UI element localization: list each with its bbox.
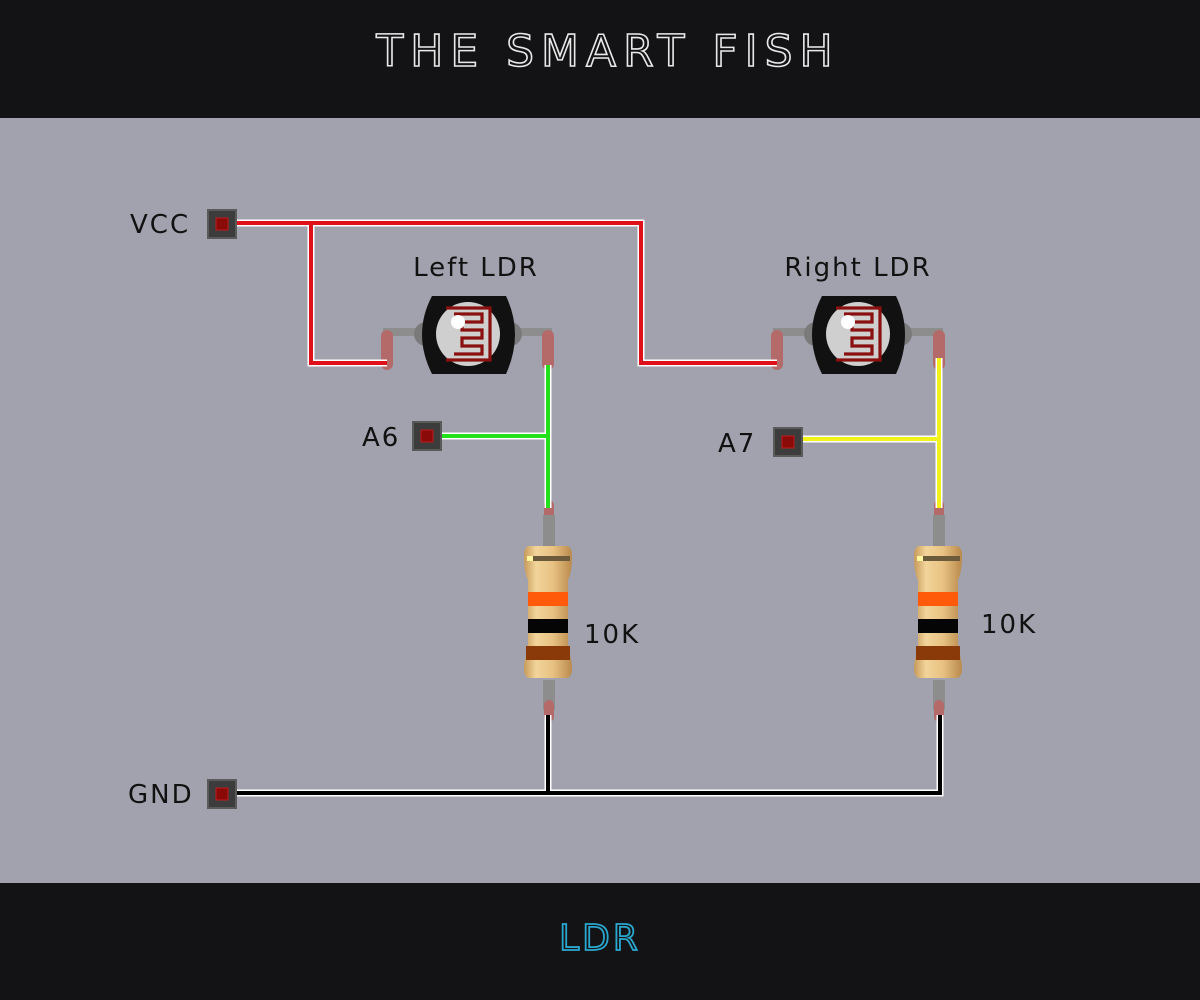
a7-pin-label: A7 <box>718 429 756 459</box>
a7-pin[interactable] <box>773 427 803 457</box>
header-bar <box>0 0 1200 118</box>
footer-title: LDR <box>559 918 641 959</box>
right-ldr <box>771 296 945 374</box>
right-ldr-label: Right LDR <box>784 253 931 283</box>
gnd-wire <box>236 715 944 797</box>
left-resistor <box>524 500 572 722</box>
a7-wire <box>801 358 943 508</box>
gnd-pin[interactable] <box>207 779 237 809</box>
left-ldr-label: Left LDR <box>413 253 539 283</box>
vcc-pin-label: VCC <box>130 210 190 240</box>
a6-pin[interactable] <box>412 421 442 451</box>
gnd-pin-label: GND <box>128 780 194 810</box>
left-resistor-label: 10K <box>584 620 640 650</box>
a6-wire <box>440 365 552 508</box>
left-ldr <box>381 296 554 374</box>
right-resistor-label: 10K <box>981 610 1037 640</box>
right-resistor <box>914 500 962 722</box>
vcc-wire <box>236 219 777 367</box>
page-title: THE SMART FISH <box>375 26 839 77</box>
diagram-area <box>0 118 1200 883</box>
a6-pin-label: A6 <box>362 423 400 453</box>
vcc-pin[interactable] <box>207 209 237 239</box>
footer-bar <box>0 883 1200 1000</box>
